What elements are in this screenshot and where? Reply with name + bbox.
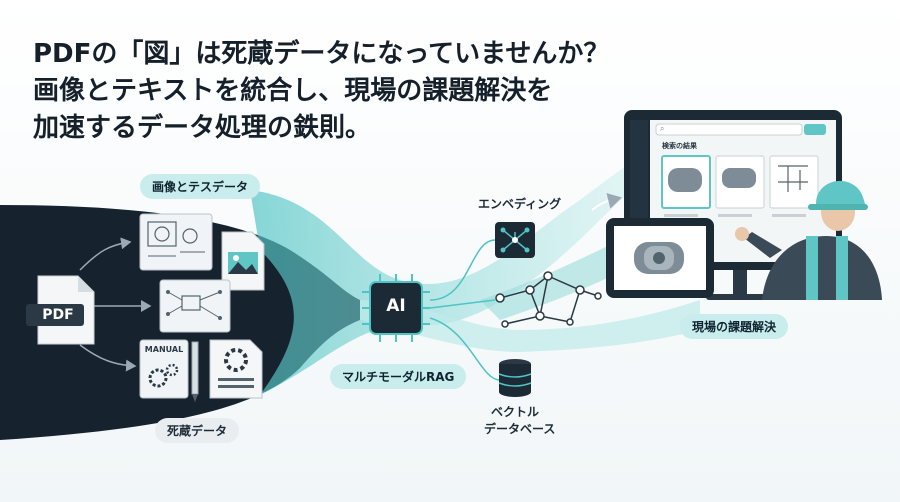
image-text-data-label: 画像とテスデータ	[140, 174, 261, 199]
image-file-icon	[221, 231, 265, 291]
manual-book-icon	[139, 339, 189, 399]
arrow-to-monitor	[591, 193, 622, 211]
link-ai-database	[429, 317, 501, 381]
embedding-network-icon	[495, 222, 535, 258]
headline-line-1: PDFの「図」は死蔵データになっていませんか？	[33, 39, 610, 69]
dead-data-label: 死蔵データ	[155, 418, 240, 443]
knowledge-graph-icon	[495, 271, 602, 328]
pencil-icon	[191, 341, 199, 402]
vector-db-label-line-1: ベクトル	[490, 405, 539, 419]
headline-line-3: 加速するデータ処理の鉄則。	[33, 113, 372, 143]
worker-helmet-icon	[735, 180, 882, 300]
database-icon	[498, 359, 532, 397]
vector-db-label-line-2: データベース	[484, 422, 556, 436]
site-solution-label: 現場の課題解決	[680, 314, 789, 339]
tablet-icon	[606, 218, 714, 298]
arrow-pdf-to-blueprint	[79, 237, 132, 271]
teal-stream	[250, 130, 700, 395]
headline-line-2: 画像とテキストを統合し、現場の課題解決を	[33, 76, 553, 106]
pdf-file-icon	[26, 275, 95, 345]
arrow-pdf-to-manual	[79, 344, 137, 372]
circuit-diagram-icon	[159, 279, 231, 333]
gear-document-icon	[209, 339, 263, 399]
ai-chip-text: AI	[386, 296, 406, 316]
link-ai-graph	[429, 299, 496, 309]
blueprint-icon	[139, 213, 213, 271]
search-icon: ⌕	[660, 124, 665, 133]
ai-chip-icon	[362, 274, 430, 342]
vector-db-label: ベクトル データベース	[484, 404, 556, 438]
manual-text: MANUAL	[144, 345, 184, 354]
search-results-text: 検索の結果	[662, 142, 697, 150]
teal-stream-lower	[360, 300, 700, 352]
multimodal-rag-label: マルチモーダルRAG	[330, 364, 467, 389]
link-ai-embedding	[429, 239, 496, 301]
embedding-label: エンベディング	[478, 197, 562, 211]
headline: PDFの「図」は死蔵データになっていませんか？ 画像とテキストを統合し、現場の課…	[33, 36, 653, 147]
pdf-badge-text: PDF	[42, 307, 74, 323]
